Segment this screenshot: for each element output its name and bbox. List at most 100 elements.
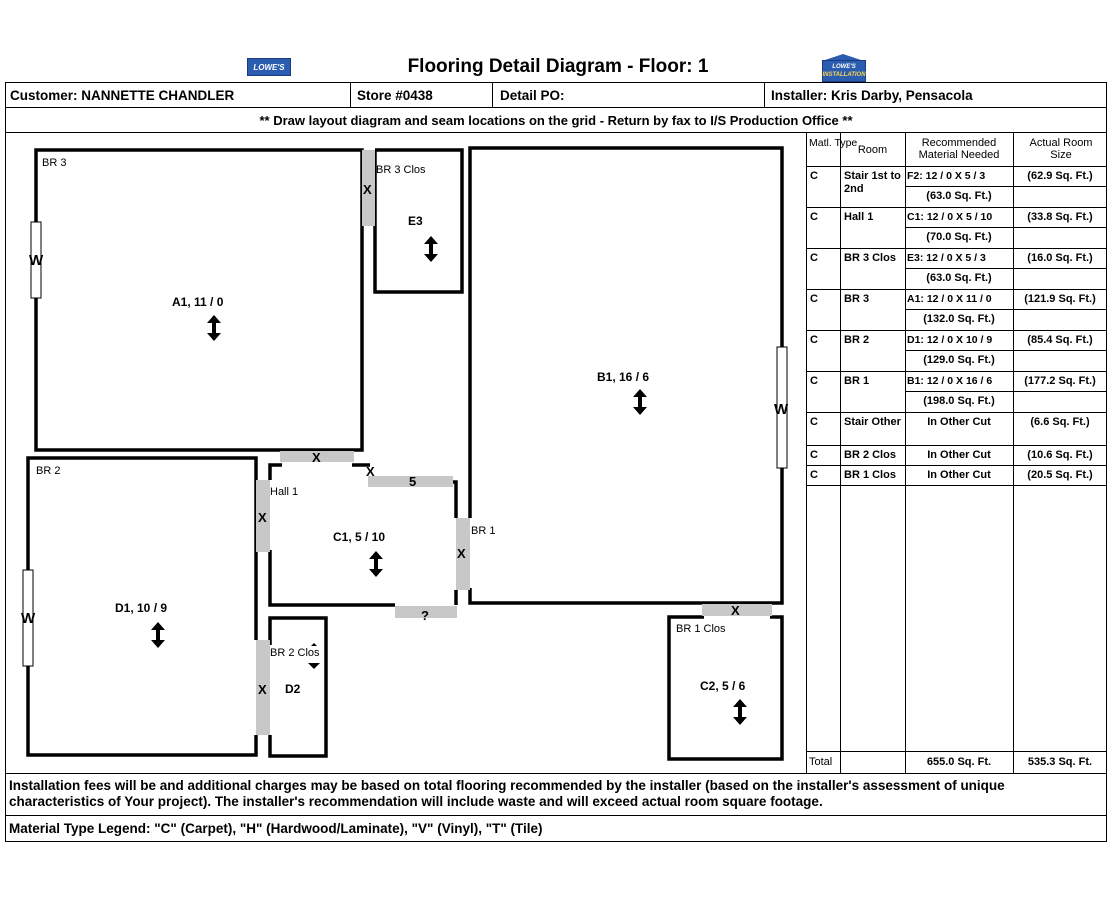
- cell-actual: (62.9 Sq. Ft.): [1027, 170, 1093, 182]
- row-subdivider: [905, 268, 1107, 269]
- cell-actual: (16.0 Sq. Ft.): [1027, 252, 1093, 264]
- cell-recommended: B1: 12 / 0 X 16 / 6: [907, 375, 993, 387]
- direction-arrow-b1: [633, 389, 647, 415]
- cut-label-b1: B1, 16 / 6: [597, 370, 650, 384]
- total-actual: 535.3 Sq. Ft.: [1027, 756, 1093, 768]
- lowes-logo-left: LOWE'S: [247, 58, 291, 76]
- direction-arrow-d2: [308, 663, 320, 669]
- divider: [350, 82, 351, 107]
- cell-room: Hall 1: [844, 211, 874, 223]
- col-header-room: Room: [857, 144, 888, 156]
- cell-type: C: [810, 449, 818, 461]
- seam-marker: X: [258, 682, 267, 697]
- logo-right-bottom: INSTALLATION: [822, 72, 866, 78]
- cell-room: BR 1: [844, 375, 870, 387]
- cell-room: Stair Other: [844, 416, 901, 428]
- room-label-br1: BR 1: [471, 525, 496, 537]
- direction-arrow-d2-up: [311, 643, 317, 646]
- col-header-type: Matl. Type: [809, 137, 858, 149]
- col-header-recommended: Recommended Material Needed: [918, 137, 1000, 161]
- cell-actual: (121.9 Sq. Ft.): [1024, 293, 1096, 305]
- windows: [22, 221, 788, 667]
- cell-type: C: [810, 170, 818, 182]
- divider: [5, 773, 1107, 774]
- cut-label-a1: A1, 11 / 0: [172, 295, 224, 309]
- window-marker: W: [29, 252, 44, 269]
- row-subdivider: [905, 391, 1107, 392]
- row-subdivider: [905, 186, 1107, 187]
- cell-recommended: D1: 12 / 0 X 10 / 9: [907, 334, 993, 346]
- installer-field: Installer: Kris Darby, Pensacola: [771, 88, 973, 103]
- cell-room: Stair 1st to 2nd: [844, 170, 901, 195]
- cell-recommended: C1: 12 / 0 X 5 / 10: [907, 211, 993, 223]
- cell-room: BR 2 Clos: [844, 449, 896, 461]
- cell-room: BR 2: [844, 334, 870, 346]
- row-divider: [806, 248, 1107, 249]
- col-header-actual: Actual Room Size: [1029, 137, 1093, 161]
- row-subdivider: [905, 350, 1107, 351]
- cell-room: BR 1 Clos: [844, 469, 896, 481]
- store-field: Store #0438: [357, 88, 433, 103]
- cell-recommended: In Other Cut: [927, 416, 991, 428]
- cut-label-d1: D1, 10 / 9: [115, 601, 168, 615]
- row-divider: [806, 445, 1107, 446]
- table-row: C BR 1 Clos In Other Cut (20.5 Sq. Ft.): [806, 465, 1107, 486]
- row-divider: [806, 485, 1107, 486]
- seam-marker-question: ?: [421, 608, 429, 623]
- installation-logo-roof: [822, 54, 864, 61]
- fees-disclaimer: Installation fees will be and additional…: [9, 778, 1005, 809]
- cell-recommended: E3: 12 / 0 X 5 / 3: [907, 252, 986, 264]
- divider: [492, 82, 493, 107]
- divider: [764, 82, 765, 107]
- form-frame: [5, 82, 1107, 842]
- seam-marker: X: [258, 510, 267, 525]
- direction-arrow-e3: [424, 236, 438, 262]
- row-divider: [806, 330, 1107, 331]
- cut-label-c2: C2, 5 / 6: [700, 679, 746, 693]
- materials-table: Matl. Type Room Recommended Material Nee…: [806, 132, 1107, 773]
- divider: [5, 132, 1107, 133]
- cell-type: C: [810, 416, 818, 428]
- row-divider: [806, 412, 1107, 413]
- customer-field: Customer: NANNETTE CHANDLER: [10, 88, 235, 103]
- cell-actual: (85.4 Sq. Ft.): [1027, 334, 1093, 346]
- lowes-installation-logo: LOWE'S INSTALLATION: [822, 60, 866, 82]
- cell-actual: (20.5 Sq. Ft.): [1027, 469, 1093, 481]
- seam-marker-five: 5: [409, 474, 417, 489]
- cell-room: BR 3: [844, 293, 870, 305]
- seam-marker: X: [457, 546, 466, 561]
- cut-label-c1: C1, 5 / 10: [333, 530, 386, 544]
- cell-type: C: [810, 469, 818, 481]
- cell-recommended: In Other Cut: [927, 449, 991, 461]
- table-row: C BR 2 Clos In Other Cut (10.6 Sq. Ft.): [806, 445, 1107, 466]
- room-label-br2: BR 2: [36, 465, 61, 477]
- cell-recommended-sqft: (63.0 Sq. Ft.): [926, 190, 992, 202]
- cell-room: BR 3 Clos: [844, 252, 896, 264]
- row-divider: [806, 289, 1107, 290]
- divider: [5, 107, 1107, 108]
- cell-actual: (10.6 Sq. Ft.): [1027, 449, 1093, 461]
- cell-recommended: In Other Cut: [927, 469, 991, 481]
- row-divider: [806, 207, 1107, 208]
- cell-recommended-sqft: (132.0 Sq. Ft.): [923, 313, 995, 325]
- seam-marker: X: [366, 464, 375, 479]
- seam-marker: X: [363, 182, 372, 197]
- cell-type: C: [810, 252, 818, 264]
- divider: [5, 815, 1107, 816]
- page-title: Flooring Detail Diagram - Floor: 1: [407, 56, 709, 77]
- window-marker: W: [774, 401, 789, 418]
- row-subdivider: [905, 227, 1107, 228]
- total-recommended: 655.0 Sq. Ft.: [926, 756, 992, 768]
- room-br2-clos-walls: [268, 616, 328, 758]
- room-label-br3: BR 3: [42, 157, 67, 169]
- room-label-br3-clos: BR 3 Clos: [376, 164, 426, 176]
- window-marker: W: [21, 610, 36, 627]
- cut-label-e3: E3: [408, 214, 423, 228]
- cell-actual: (177.2 Sq. Ft.): [1024, 375, 1096, 387]
